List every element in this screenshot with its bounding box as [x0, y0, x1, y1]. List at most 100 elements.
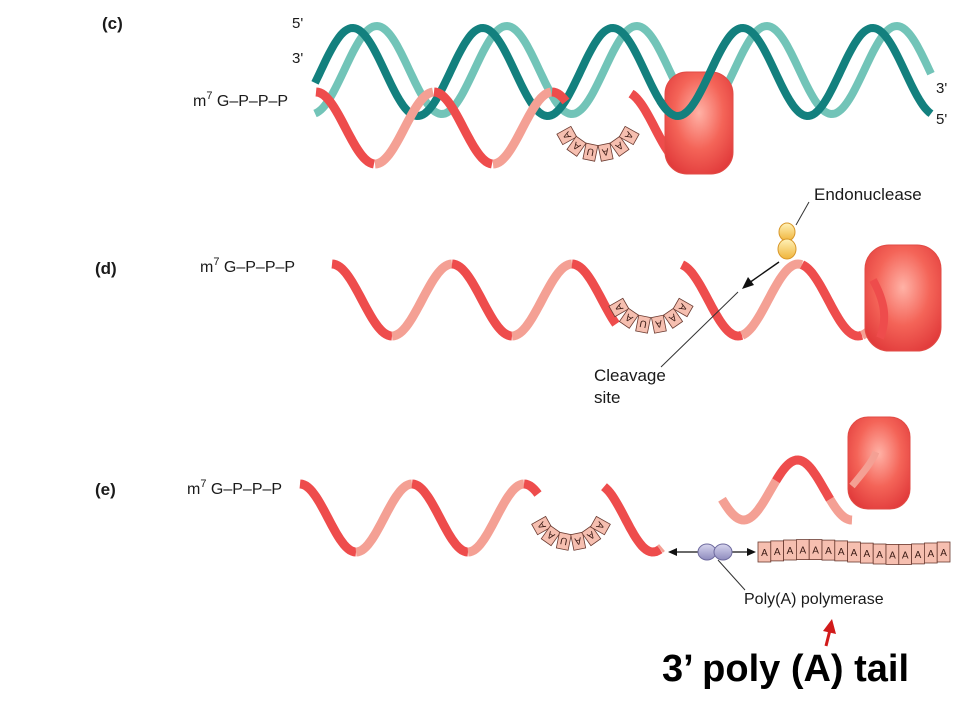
cleavage-site-label-line2: site	[594, 388, 620, 407]
pre-mrna-strand-c	[315, 87, 704, 169]
poly-a-tail-box-1: A	[770, 540, 784, 562]
rna-polymerase-d	[864, 244, 942, 352]
rna-d-segment-4	[571, 259, 620, 327]
signal-c-box-1: A	[566, 135, 587, 157]
signal-e-box-2: U	[555, 531, 572, 551]
polymerase-arrowhead-right	[747, 548, 756, 556]
signal-c-box-5: A	[618, 125, 640, 146]
poly-a-tail-letter-11: A	[902, 550, 909, 561]
signal-d-letter-5: A	[676, 301, 689, 313]
endonuclease-icon	[777, 222, 797, 260]
poly-a-tail-letter-4: A	[812, 546, 819, 557]
poly-a-tail-box-3: A	[796, 539, 810, 560]
signal-d-box-3: A	[650, 314, 667, 334]
poly-a-tail-box-13: A	[924, 542, 938, 564]
cleavage-site-leader-line	[660, 291, 739, 368]
rna-c-segment-1	[374, 87, 434, 169]
poly-a-tail-letter-13: A	[927, 549, 934, 560]
rna-d-segment-1	[391, 259, 453, 341]
rna-e-into-polymerase	[849, 450, 880, 489]
dna-bottom-3prime-label: 3'	[292, 50, 303, 67]
signal-e-letter-2: U	[559, 534, 568, 546]
rna-e-downstream-segment-2	[826, 496, 853, 525]
signal-e-box-1: A	[540, 525, 561, 547]
signal-c-letter-2: U	[586, 145, 595, 157]
poly-a-tail-letter-9: A	[876, 550, 883, 561]
signal-c-box-2: U	[582, 142, 599, 162]
rna-e-segment-2	[411, 479, 469, 557]
poly-a-tail-box-9: A	[872, 543, 887, 565]
rna-d-after-segment-2	[799, 260, 864, 341]
endonuclease-arrow-line	[748, 261, 780, 284]
dna-over-polymerase	[656, 24, 742, 121]
poly-a-tail-box-14: A	[936, 541, 951, 563]
rna-d-into-polymerase	[869, 278, 889, 340]
poly-a-tail-letter-10: A	[889, 550, 896, 561]
poly-a-tail-letter-5: A	[825, 546, 832, 557]
poly-a-tail-letter-2: A	[787, 546, 794, 557]
dna-front-of-polymerase	[656, 24, 742, 121]
rna-e-downstream-segment-0	[718, 478, 780, 525]
endonuclease-label: Endonuclease	[814, 185, 922, 204]
signal-e-box-3: A	[570, 531, 587, 551]
mrna-cap-label-c: m7 G–P–P–P	[193, 90, 288, 110]
endonuclease-leader-line	[795, 201, 810, 226]
poly-a-tail-letter-0: A	[761, 548, 768, 559]
signal-c-letter-0: A	[561, 129, 574, 140]
poly-a-tail-letter-6: A	[838, 547, 845, 558]
rna-d-segment-2	[451, 259, 513, 341]
cleavage-site-label-line1: Cleavage	[594, 366, 666, 385]
pre-mrna-strand-d	[331, 259, 878, 341]
rna-e-after-segment-0	[601, 483, 663, 557]
signal-c-box-3: A	[597, 142, 614, 162]
signal-c-letter-3: A	[601, 145, 610, 157]
dna-top-5prime-label: 5'	[292, 15, 303, 32]
panel-d-label: (d)	[95, 259, 117, 278]
rna-e-segment-1	[355, 479, 413, 557]
rna-c-segment-4	[551, 87, 570, 105]
mrna-cap-label-e: m7 G–P–P–P	[187, 478, 282, 498]
rna-d-after-segment-1	[739, 259, 804, 340]
signal-d-letter-2: U	[639, 317, 648, 329]
poly-a-tail-box-2: A	[783, 539, 797, 561]
signal-e-letter-3: A	[573, 534, 582, 546]
poly-a-polymerase-label: Poly(A) polymerase	[744, 591, 884, 608]
signal-c-box-4: A	[609, 135, 630, 157]
rna-e-segment-3	[467, 479, 525, 557]
pre-mrna-end-d	[869, 278, 889, 340]
poly-a-tail-box-4: A	[808, 539, 823, 560]
signal-d-box-0: A	[608, 297, 630, 318]
downstream-rna-end	[849, 450, 880, 489]
poly-a-tail-letter-3: A	[799, 546, 806, 557]
signal-c-letter-5: A	[622, 129, 635, 140]
panel-c-label: (c)	[102, 14, 123, 33]
poly-a-tail-box-12: A	[911, 543, 925, 565]
signal-e-letter-5: A	[593, 520, 606, 531]
signal-d-letter-0: A	[613, 301, 626, 313]
poly-a-tail-box-11: A	[898, 544, 912, 565]
poly-a-tail-box-7: A	[847, 541, 861, 563]
mrna-cap-label-d: m7 G–P–P–P	[200, 256, 295, 276]
polymerase-arrowhead-left	[668, 548, 677, 556]
signal-e-letter-0: A	[536, 519, 549, 530]
signal-d-letter-3: A	[654, 317, 663, 329]
panel-e-label: (e)	[95, 480, 116, 499]
rna-e-downstream-segment-1	[772, 455, 834, 502]
poly-a-tail-letter-8: A	[863, 549, 870, 560]
caption-arrowhead	[823, 619, 836, 634]
endonuclease-arrowhead	[742, 277, 754, 289]
rna-c-segment-3	[492, 87, 552, 169]
poly-a-tail-letter-1: A	[774, 547, 781, 558]
poly-a-tail-letter-14: A	[940, 548, 947, 559]
rna-d-segment-0	[331, 259, 393, 341]
poly-a-tail-letter-7: A	[851, 548, 858, 559]
rna-e-segment-4	[523, 479, 542, 497]
rna-d-segment-3	[511, 259, 573, 341]
rna-polymerase-e	[847, 416, 911, 510]
poly-a-tail-box-6: A	[834, 540, 848, 562]
poly-a-tail-box-0: A	[757, 541, 772, 563]
